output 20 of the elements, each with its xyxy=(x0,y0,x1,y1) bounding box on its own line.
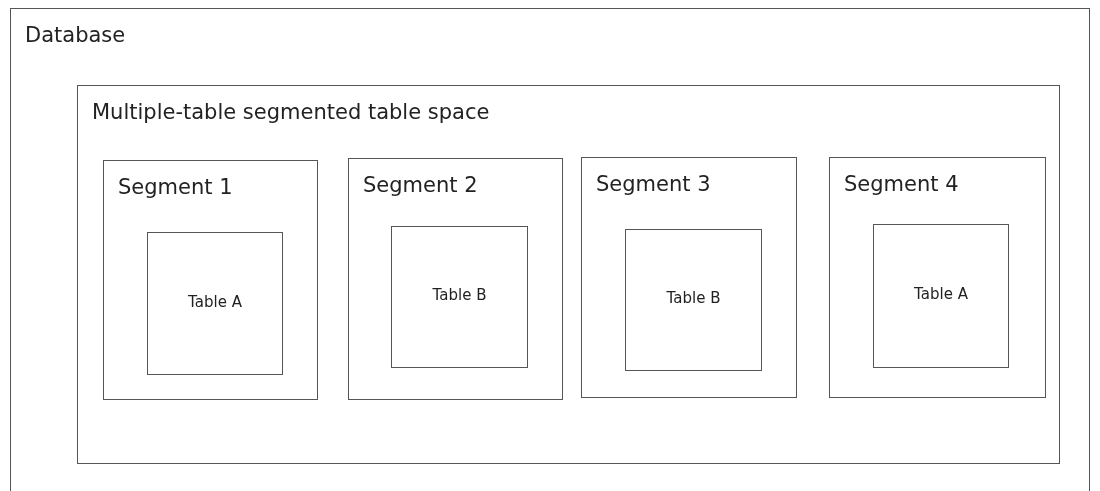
box-title: Segment 2 xyxy=(363,173,478,197)
container-box xyxy=(103,160,318,400)
table-box xyxy=(147,232,283,375)
table-box xyxy=(625,229,762,371)
container-box xyxy=(829,157,1046,398)
box-title: Multiple-table segmented table space xyxy=(92,100,490,124)
box-title: Segment 4 xyxy=(844,172,959,196)
box-label: Table B xyxy=(432,286,487,305)
box-label: Table A xyxy=(188,292,242,311)
table-box xyxy=(391,226,528,368)
container-box xyxy=(10,8,1090,491)
box-label: Table B xyxy=(666,289,721,308)
box-label: Table A xyxy=(914,285,968,304)
table-box xyxy=(873,224,1009,368)
box-title: Segment 3 xyxy=(596,172,711,196)
container-box xyxy=(77,85,1060,464)
container-box xyxy=(348,158,563,400)
box-title: Segment 1 xyxy=(118,175,233,199)
box-title: Database xyxy=(25,23,126,47)
container-box xyxy=(581,157,797,398)
